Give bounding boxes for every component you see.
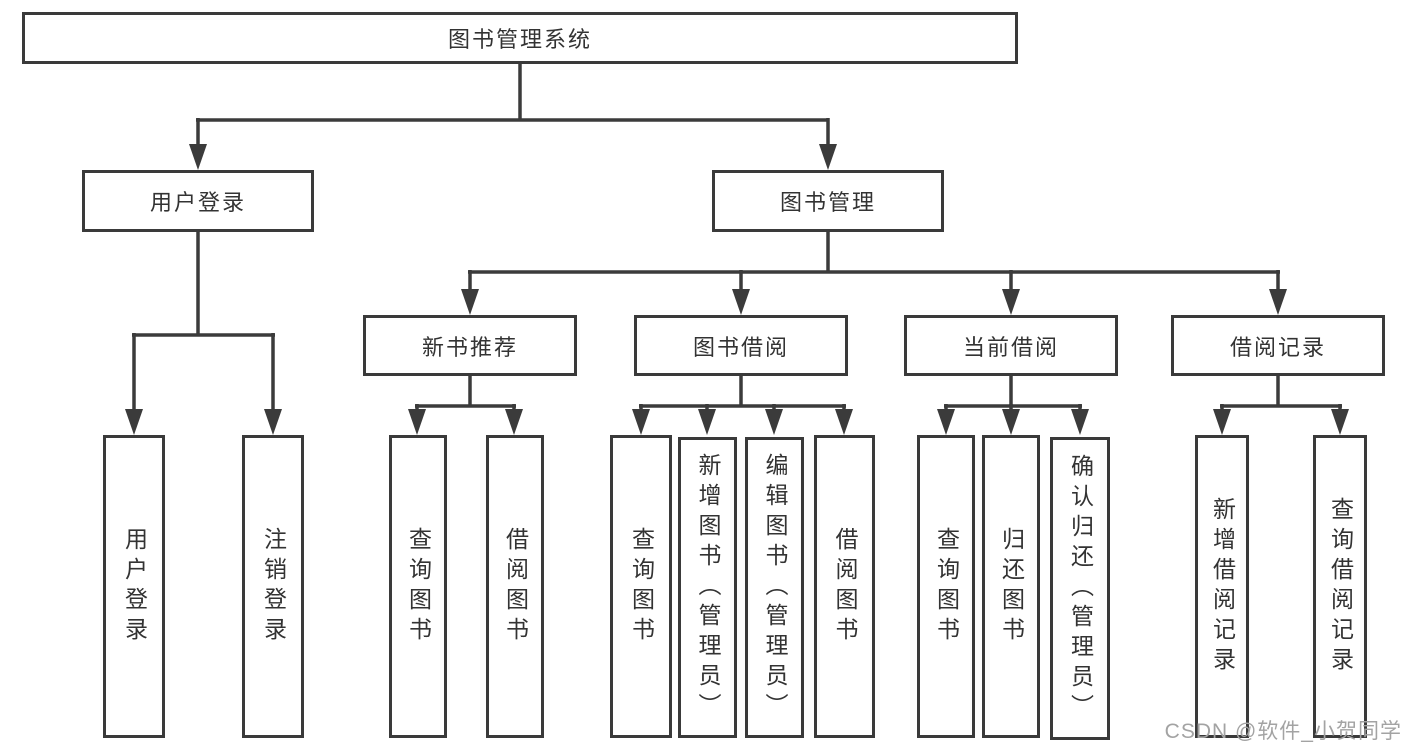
leaf-confirm-return-admin: 确认归还（管理员） [1050, 437, 1110, 740]
leaf-query-books-recommend-label: 查询图书 [405, 526, 432, 647]
node-borrow-records: 借阅记录 [1171, 315, 1385, 376]
leaf-query-books-recommend: 查询图书 [389, 435, 447, 738]
leaf-logout-label: 注销登录 [260, 526, 287, 647]
node-book-management: 图书管理 [712, 170, 944, 232]
leaf-borrow-book-label: 借阅图书 [832, 526, 858, 647]
leaf-query-borrow-record-label: 查询借阅记录 [1327, 496, 1354, 677]
node-root-system: 图书管理系统 [22, 12, 1018, 64]
arrowheads [125, 144, 1349, 435]
leaf-query-books-current: 查询图书 [917, 435, 975, 738]
leaf-borrow-book: 借阅图书 [814, 435, 875, 738]
leaf-add-borrow-record-label: 新增借阅记录 [1209, 496, 1236, 677]
leaf-borrow-books-recommend-label: 借阅图书 [502, 526, 529, 647]
node-new-book-recommend: 新书推荐 [363, 315, 577, 376]
leaf-confirm-return-admin-label: 确认归还（管理员） [1067, 453, 1094, 724]
leaf-borrow-books-recommend: 借阅图书 [486, 435, 544, 738]
leaf-add-borrow-record: 新增借阅记录 [1195, 435, 1249, 738]
csdn-watermark: CSDN @软件_小贺同学 [1164, 720, 1402, 743]
leaf-user-login: 用户登录 [103, 435, 165, 738]
node-user-login: 用户登录 [82, 170, 314, 232]
leaf-add-book-admin: 新增图书（管理员） [678, 437, 737, 738]
leaf-edit-book-admin-label: 编辑图书（管理员） [762, 452, 788, 723]
leaf-return-book: 归还图书 [982, 435, 1040, 738]
leaf-logout: 注销登录 [242, 435, 304, 738]
leaf-query-books-current-label: 查询图书 [933, 526, 960, 647]
leaf-return-book-label: 归还图书 [998, 526, 1025, 647]
leaf-query-books-borrow: 查询图书 [610, 435, 672, 738]
leaf-query-borrow-record: 查询借阅记录 [1313, 435, 1367, 738]
node-current-borrow: 当前借阅 [904, 315, 1118, 376]
leaf-query-books-borrow-label: 查询图书 [628, 526, 655, 647]
node-book-borrow: 图书借阅 [634, 315, 848, 376]
leaf-add-book-admin-label: 新增图书（管理员） [695, 452, 721, 723]
leaf-user-login-label: 用户登录 [121, 526, 148, 647]
leaf-edit-book-admin: 编辑图书（管理员） [745, 437, 804, 738]
